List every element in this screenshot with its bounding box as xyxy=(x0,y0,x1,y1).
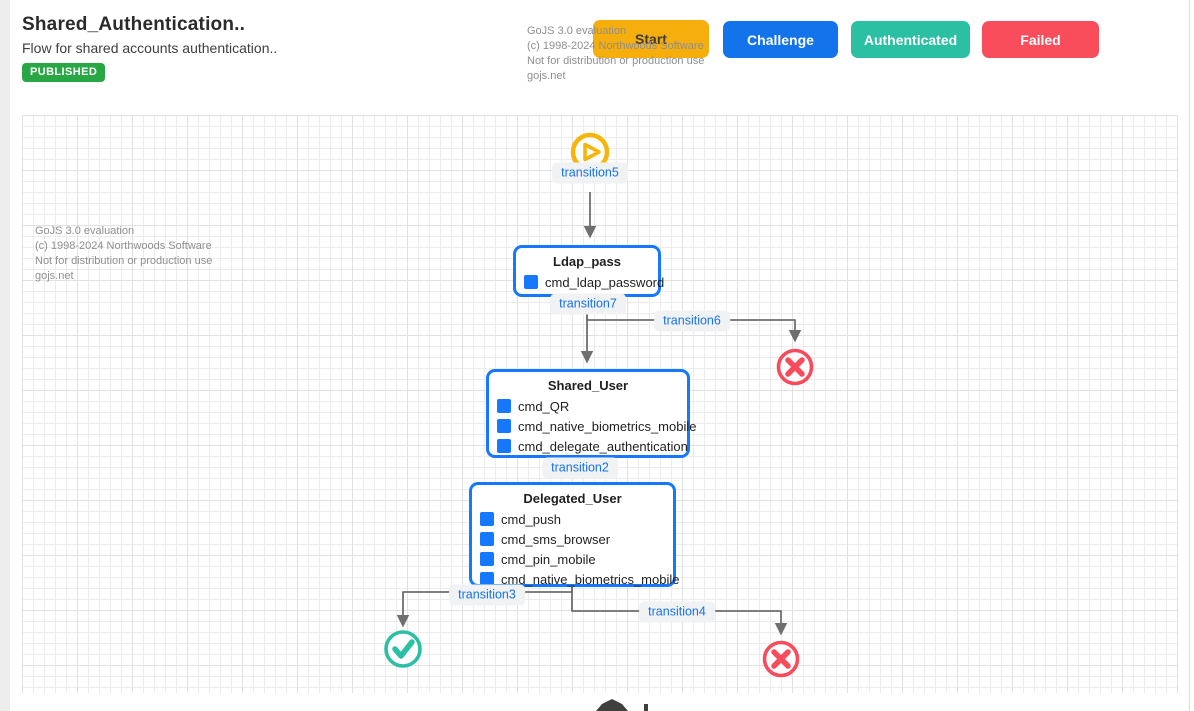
palette-failed-button[interactable]: Failed xyxy=(982,21,1099,58)
page-right-divider xyxy=(1189,0,1190,711)
command-item[interactable]: cmd_pin_mobile xyxy=(480,549,665,569)
transition-label-transition4[interactable]: transition4 xyxy=(639,601,715,623)
palette-start-button[interactable]: Start xyxy=(593,20,709,58)
status-badge: PUBLISHED xyxy=(22,63,106,82)
command-label: cmd_pin_mobile xyxy=(501,551,596,567)
command-label: cmd_push xyxy=(501,511,561,527)
command-square-icon xyxy=(480,512,494,526)
failed-node-x-circle-icon[interactable] xyxy=(762,640,800,678)
command-square-icon xyxy=(497,399,511,413)
command-label: cmd_ldap_password xyxy=(545,274,665,290)
command-label: cmd_sms_browser xyxy=(501,531,611,547)
command-item[interactable]: cmd_delegate_authentication xyxy=(497,436,688,456)
state-node-title: Ldap_pass xyxy=(553,254,621,269)
command-item[interactable]: cmd_QR xyxy=(497,396,679,416)
transition-label-transition7[interactable]: transition7 xyxy=(550,293,626,315)
command-item[interactable]: cmd_push xyxy=(480,509,665,529)
state-node-shared-user[interactable]: Shared_User cmd_QR cmd_native_biometrics… xyxy=(486,369,696,458)
transition-label-transition5[interactable]: transition5 xyxy=(552,162,628,184)
main-content: Shared_Authentication.. Flow for shared … xyxy=(10,0,1189,711)
command-label: cmd_delegate_authentication xyxy=(518,438,688,454)
page-subtitle: Flow for shared accounts authentication.… xyxy=(22,40,278,56)
authenticated-node-check-circle-icon[interactable] xyxy=(384,630,422,668)
failed-node-x-circle-icon[interactable] xyxy=(776,348,814,386)
command-square-icon xyxy=(480,572,494,586)
transition-label-transition2[interactable]: transition2 xyxy=(542,457,618,479)
command-item[interactable]: cmd_native_biometrics_mobile xyxy=(480,569,679,589)
diagram-canvas[interactable]: GoJS 3.0 evaluation (c) 1998-2024 Northw… xyxy=(10,100,1189,711)
state-node-title: Delegated_User xyxy=(523,491,622,506)
command-square-icon xyxy=(524,275,538,289)
command-label: cmd_native_biometrics_mobile xyxy=(518,418,697,434)
header: Shared_Authentication.. Flow for shared … xyxy=(10,0,1189,100)
command-label: cmd_native_biometrics_mobile xyxy=(501,571,680,587)
state-node-ldap-pass[interactable]: Ldap_pass cmd_ldap_password xyxy=(513,245,664,297)
command-square-icon xyxy=(480,532,494,546)
state-node-delegated-user[interactable]: Delegated_User cmd_push cmd_sms_browser … xyxy=(469,482,679,589)
command-square-icon xyxy=(497,419,511,433)
command-label: cmd_QR xyxy=(518,398,570,414)
page-title: Shared_Authentication.. xyxy=(22,14,246,35)
command-item[interactable]: cmd_native_biometrics_mobile xyxy=(497,416,696,436)
transition-label-transition6[interactable]: transition6 xyxy=(654,310,730,332)
command-square-icon xyxy=(497,439,511,453)
palette-challenge-button[interactable]: Challenge xyxy=(723,21,838,58)
command-item[interactable]: cmd_sms_browser xyxy=(480,529,665,549)
command-item[interactable]: cmd_ldap_password xyxy=(524,272,664,292)
transition-label-transition3[interactable]: transition3 xyxy=(449,584,525,606)
palette-authenticated-button[interactable]: Authenticated xyxy=(851,21,970,58)
clipped-bottom-icon xyxy=(596,699,648,711)
command-square-icon xyxy=(480,552,494,566)
state-node-title: Shared_User xyxy=(547,378,629,393)
watermark-line: gojs.net xyxy=(527,70,566,82)
page-left-gutter xyxy=(0,0,10,711)
